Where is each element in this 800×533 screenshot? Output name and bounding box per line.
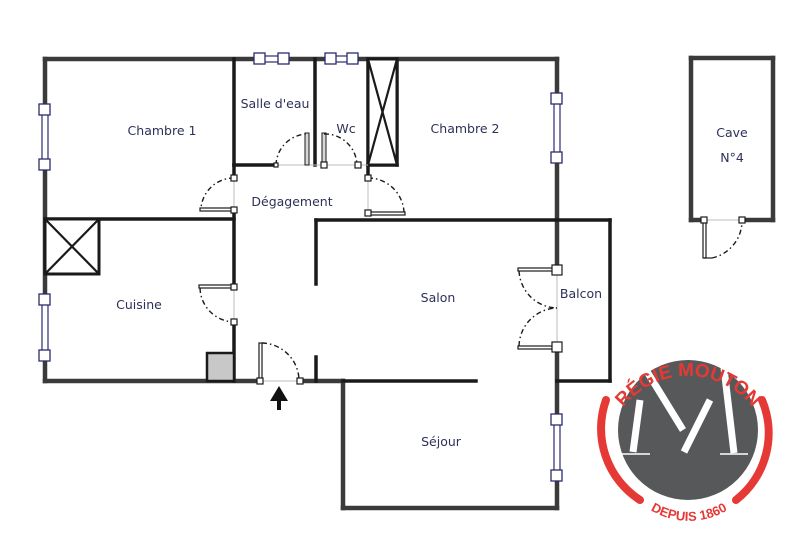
- window-sejour: [550, 413, 563, 482]
- window-wc: [324, 52, 359, 65]
- window-chambre1: [38, 103, 51, 171]
- door-cuisine: [198, 283, 238, 326]
- interior-walls: [43, 57, 612, 383]
- label-cuisine: Cuisine: [116, 297, 162, 312]
- door-wc: [320, 132, 368, 169]
- door-balcon: [517, 264, 563, 353]
- logo-tagline-text: DEPUIS 1860: [649, 500, 729, 524]
- cave-storage: [688, 55, 776, 259]
- logo-disc: [618, 360, 758, 500]
- door-chambre2: [364, 174, 406, 217]
- window-chambre2: [550, 92, 563, 164]
- window-salle-deau: [253, 52, 290, 65]
- label-cave-number: N°4: [720, 150, 744, 165]
- label-salon: Salon: [421, 290, 456, 305]
- label-balcon: Balcon: [560, 286, 602, 301]
- regie-mouton-logo: RÉGIE MOUTON DEPUIS 1860: [597, 360, 773, 524]
- label-cave: Cave: [716, 125, 748, 140]
- label-chambre-2: Chambre 2: [431, 121, 500, 136]
- label-salle-deau: Salle d'eau: [241, 96, 310, 111]
- label-degagement: Dégagement: [251, 194, 332, 209]
- window-cuisine: [38, 293, 51, 362]
- label-sejour: Séjour: [421, 434, 462, 449]
- placard-wc: [366, 57, 399, 167]
- label-wc: Wc: [336, 121, 355, 136]
- room-labels: Chambre 1 Salle d'eau Wc Chambre 2 Dégag…: [116, 96, 748, 449]
- monogram-m-icon: [629, 363, 738, 454]
- door-entrance: [256, 342, 304, 385]
- duct-kitchen: [43, 217, 101, 276]
- label-chambre-1: Chambre 1: [128, 123, 197, 138]
- kitchen-grey-block: [205, 351, 236, 383]
- entrance-arrow-icon: [270, 386, 288, 410]
- door-salle-deau: [273, 132, 326, 168]
- door-chambre1: [199, 174, 238, 214]
